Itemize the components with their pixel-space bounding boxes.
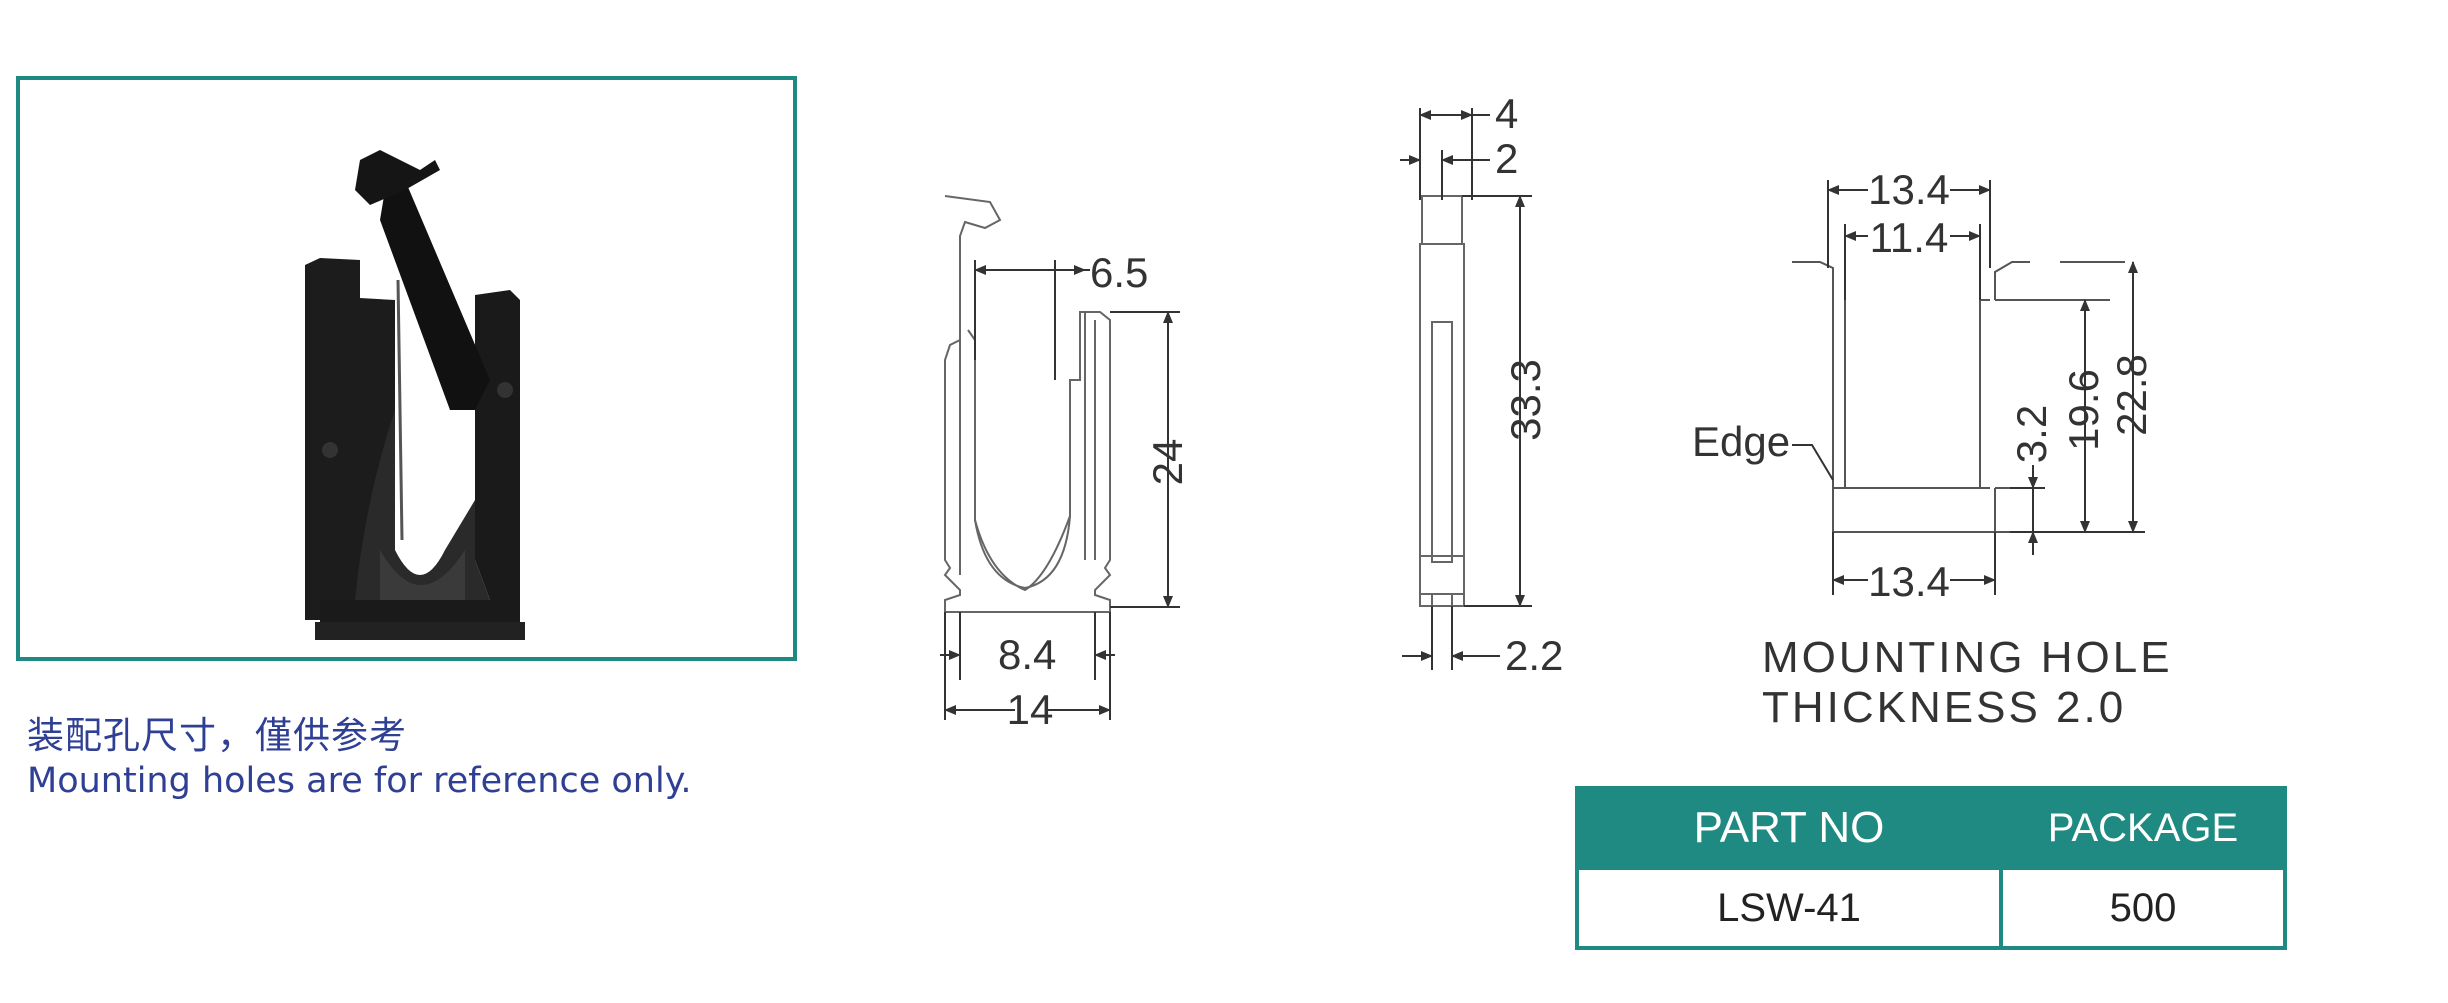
front-view-post bbox=[1079, 312, 1086, 560]
side-view-base bbox=[1419, 593, 1465, 607]
front-view-dimensions bbox=[940, 260, 1180, 720]
side-dim-height: 33.3 bbox=[1502, 359, 1549, 441]
front-dim-gap: 6.5 bbox=[1090, 249, 1148, 296]
front-view-outline bbox=[943, 195, 1112, 613]
hole-right-bottom bbox=[1995, 487, 2010, 533]
hole-dim-total: 22.8 bbox=[2108, 354, 2155, 436]
product-photo bbox=[305, 150, 525, 640]
hole-inner-right bbox=[1979, 299, 1990, 488]
hole-caption-line2: THICKNESS 2.0 bbox=[1762, 683, 2126, 732]
hole-dim-top-inner: 11.4 bbox=[1870, 214, 1949, 261]
hole-edge-label: Edge bbox=[1692, 418, 1790, 465]
table-cell-part-no: LSW-41 bbox=[1575, 866, 2003, 950]
table-header-part: PART NO bbox=[1575, 786, 2003, 870]
hole-dim-top-outer: 13.4 bbox=[1868, 166, 1950, 213]
mounting-hole-dimensions bbox=[1792, 180, 2145, 595]
front-view-u-curve bbox=[974, 515, 1071, 590]
side-dim-top: 4 bbox=[1495, 90, 1518, 137]
note-chinese: 装配孔尺寸，僅供参考 bbox=[27, 714, 407, 757]
table-row: LSW-41 500 bbox=[1575, 866, 2287, 950]
hole-dim-mid: 19.6 bbox=[2060, 369, 2107, 451]
table-cell-package: 500 bbox=[1999, 866, 2287, 950]
hole-dim-bottom: 13.4 bbox=[1868, 558, 1950, 605]
side-dim-base: 2.2 bbox=[1505, 632, 1563, 679]
hole-caption-line1: MOUNTING HOLE bbox=[1762, 633, 2173, 682]
side-view-tab bbox=[1421, 195, 1463, 245]
hole-inner-left bbox=[1844, 300, 1990, 489]
side-view-slot bbox=[1431, 321, 1453, 563]
mounting-hole-view bbox=[1792, 261, 2125, 533]
hole-left-edge bbox=[1792, 261, 1845, 489]
front-dim-bottom-inner: 8.4 bbox=[998, 631, 1056, 678]
note-english: Mounting holes are for reference only. bbox=[27, 761, 692, 801]
side-view-dimensions bbox=[1400, 108, 1532, 670]
front-view bbox=[943, 195, 1112, 613]
hole-bottom bbox=[1832, 488, 1996, 533]
hole-right-top bbox=[1994, 261, 2030, 300]
side-view-body bbox=[1419, 243, 1465, 595]
front-view-inner-lines bbox=[959, 320, 1096, 575]
side-dim-tab: 2 bbox=[1495, 135, 1518, 182]
front-dim-height: 24 bbox=[1144, 439, 1191, 486]
table-header-package: PACKAGE bbox=[1999, 786, 2287, 870]
part-table: PART NO PACKAGE LSW-41 500 bbox=[1575, 786, 2287, 950]
front-dim-bottom-width: 14 bbox=[1007, 686, 1054, 733]
table-header-row: PART NO PACKAGE bbox=[1575, 786, 2287, 870]
product-photo-frame bbox=[16, 76, 797, 661]
side-view bbox=[1419, 195, 1465, 607]
hole-dim-small: 3.2 bbox=[2008, 405, 2055, 463]
